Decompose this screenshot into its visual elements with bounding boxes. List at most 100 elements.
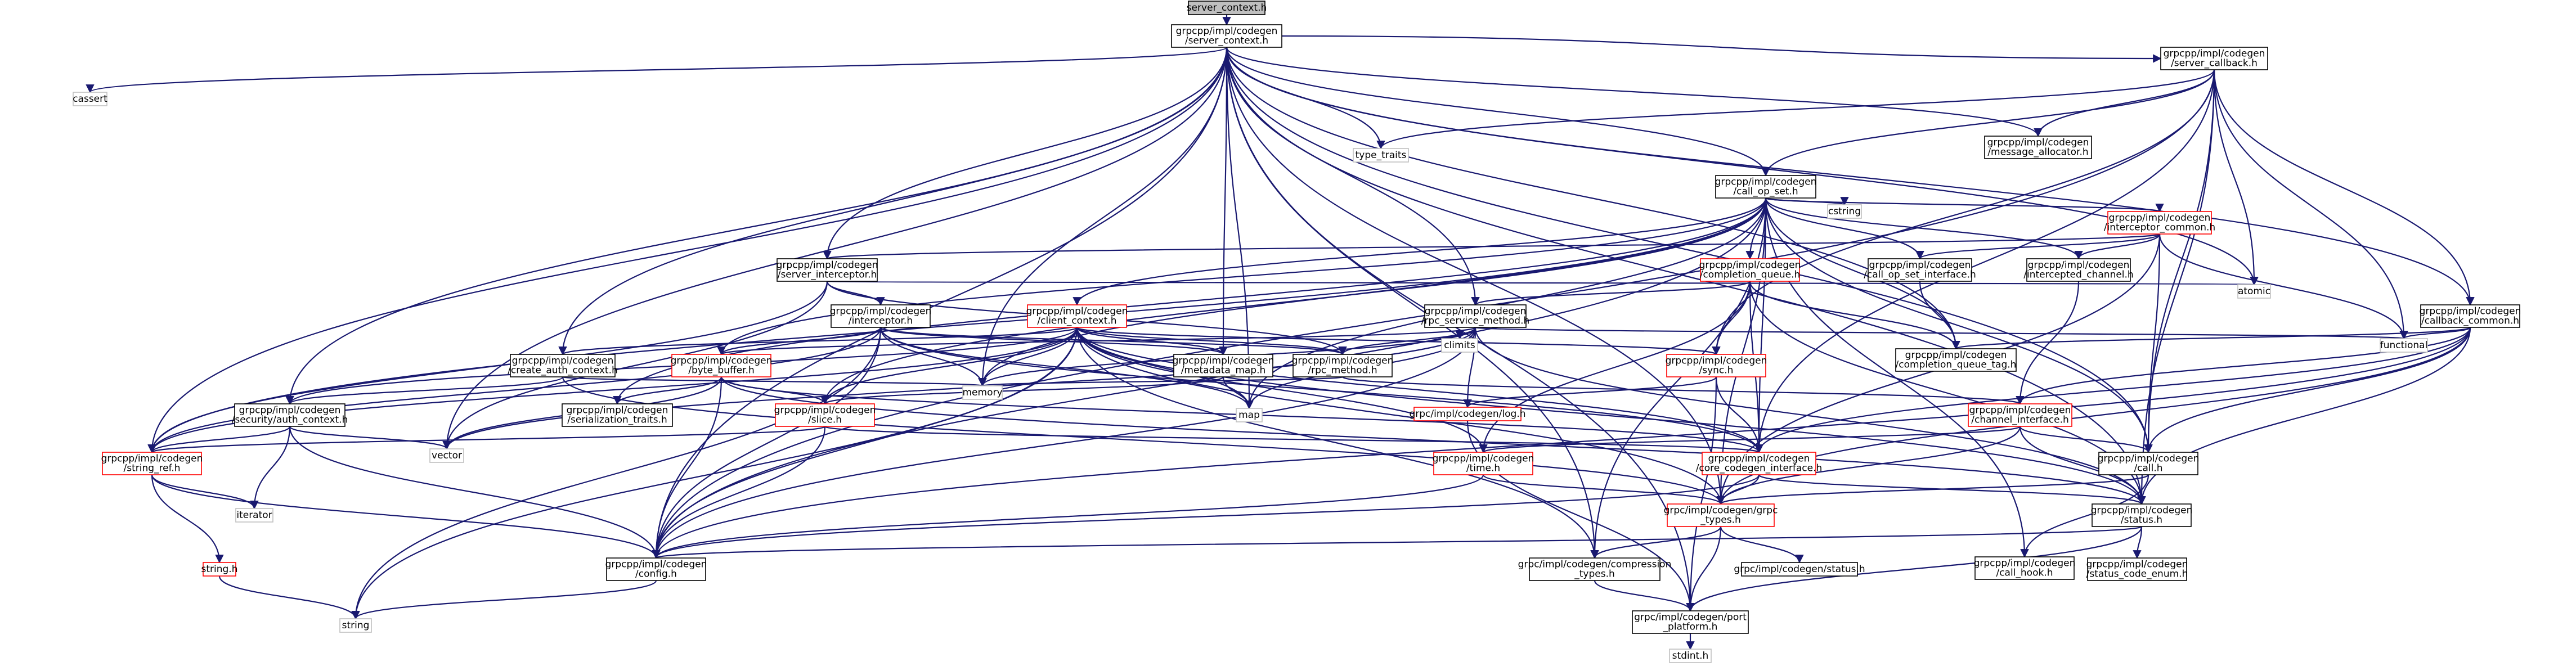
- edge-impl_server_context-to-call_op_set: [1226, 47, 1770, 177]
- node-box-call-op-set-interface: [1868, 258, 1972, 282]
- node-config[interactable]: grpcpp/impl/codegen/config.h: [605, 557, 707, 581]
- edge-impl_server_context-to-status: [1226, 47, 2146, 505]
- node-box-cstring: [1827, 204, 1862, 219]
- edge-callback_common-to-completion_queue_tag: [1951, 326, 2471, 350]
- node-byte-buffer[interactable]: grpcpp/impl/codegen/byte_buffer.h: [671, 354, 773, 377]
- node-intercepted-channel[interactable]: grpcpp/impl/codegen/intercepted_channel.…: [2023, 258, 2134, 282]
- edge-impl_server_context-to-grpc_types: [1226, 47, 1725, 505]
- node-label-impl-server-context-0: grpcpp/impl/codegen: [1176, 26, 1278, 37]
- node-call-op-set[interactable]: grpcpp/impl/codegen/call_op_set.h: [1715, 175, 1817, 199]
- node-label-string-0: string: [342, 620, 370, 631]
- edge-grpc_types-to-compression_types: [1590, 526, 1722, 559]
- edge-rpc_service_method-to-config: [652, 327, 1477, 559]
- node-client-context[interactable]: grpcpp/impl/codegen/client_context.h: [1026, 304, 1128, 328]
- node-create-auth-context[interactable]: grpcpp/impl/codegen/create_auth_context.…: [508, 354, 618, 377]
- node-interceptor[interactable]: grpcpp/impl/codegen/interceptor.h: [830, 304, 932, 328]
- node-call-hook[interactable]: grpcpp/impl/codegen/call_hook.h: [1974, 556, 2076, 580]
- node-grpc-status[interactable]: grpc/impl/codegen/status.h: [1734, 562, 1865, 577]
- node-time[interactable]: grpcpp/impl/codegen/time.h: [1433, 452, 1534, 475]
- node-security-auth-context[interactable]: grpcpp/impl/codegen/security/auth_contex…: [232, 403, 348, 427]
- node-box-functional: [2380, 338, 2428, 353]
- node-compression-types[interactable]: grpc/impl/codegen/compression_types.h: [1518, 557, 1672, 581]
- node-server-callback[interactable]: grpcpp/impl/codegen/server_callback.h: [2160, 47, 2268, 70]
- node-box-log: [1413, 407, 1522, 421]
- edge-client_context-to-memory: [978, 327, 1078, 387]
- node-server-interceptor[interactable]: grpcpp/impl/codegen/server_interceptor.h: [777, 258, 878, 282]
- node-rpc-service-method[interactable]: grpcpp/impl/codegen/rpc_service_method.h: [1421, 304, 1530, 328]
- edge-string_h-to-string: [218, 575, 360, 620]
- edge-byte_buffer-to-status: [720, 376, 2146, 505]
- node-message-allocator[interactable]: grpcpp/impl/codegen/message_allocator.h: [1984, 136, 2092, 159]
- edge-call_op_set-to-config: [652, 197, 1767, 559]
- edge-client_context-to-time: [1076, 327, 1488, 453]
- node-grpc-types[interactable]: grpc/impl/codegen/grpc_types.h: [1664, 503, 1778, 527]
- node-completion-queue-tag[interactable]: grpcpp/impl/codegen/completion_queue_tag…: [1895, 348, 2017, 372]
- node-log[interactable]: grpc/impl/codegen/log.h: [1409, 407, 1526, 421]
- node-slice[interactable]: grpcpp/impl/codegen/slice.h: [774, 403, 876, 427]
- node-box-client-context: [1027, 304, 1127, 328]
- node-callback-common[interactable]: grpcpp/impl/codegen/callback_common.h: [2420, 304, 2521, 328]
- edge-server_interceptor-to-atomic: [826, 276, 2255, 286]
- node-label-callback-common-0: grpcpp/impl/codegen: [2420, 306, 2521, 317]
- node-label-iterator-0: iterator: [236, 510, 272, 521]
- node-sync[interactable]: grpcpp/impl/codegen/sync.h: [1666, 354, 1767, 377]
- node-cassert[interactable]: cassert: [73, 92, 107, 106]
- node-channel-interface[interactable]: grpcpp/impl/codegen/channel_interface.h: [1968, 403, 2072, 427]
- node-climits[interactable]: climits: [1441, 338, 1478, 353]
- node-functional[interactable]: functional: [2380, 338, 2428, 353]
- node-box-grpc-status: [1741, 562, 1858, 577]
- node-atomic[interactable]: atomic: [2237, 284, 2271, 299]
- node-string-ref[interactable]: grpcpp/impl/codegen/string_ref.h: [101, 452, 203, 475]
- node-label-call-op-set-0: grpcpp/impl/codegen: [1715, 177, 1817, 188]
- edge-rpc_method-to-channel_interface: [1341, 376, 2024, 405]
- node-server-context[interactable]: server_context.h: [1187, 1, 1267, 15]
- edge-rpc_service_method-to-functional: [1474, 326, 2407, 340]
- node-cstring[interactable]: cstring: [1827, 204, 1862, 219]
- node-box-compression-types: [1529, 557, 1661, 581]
- edge-impl_server_context-to-completion_queue_tag: [1226, 47, 1960, 350]
- node-port-platform[interactable]: grpc/impl/codegen/port_platform.h: [1632, 610, 1749, 634]
- edge-interceptor-to-memory: [879, 327, 987, 387]
- node-serialization-traits[interactable]: grpcpp/impl/codegen/serialization_traits…: [562, 403, 673, 427]
- edge-server_callback-to-functional: [2213, 69, 2408, 340]
- node-memory[interactable]: memory: [962, 385, 1003, 400]
- node-completion-queue[interactable]: grpcpp/impl/codegen/completion_queue.h: [1699, 258, 1801, 282]
- node-box-stdint: [1669, 649, 1712, 663]
- node-interceptor-common[interactable]: grpcpp/impl/codegen/interceptor_common.h: [2104, 211, 2215, 235]
- node-label-serialization-traits-0: grpcpp/impl/codegen: [567, 405, 668, 416]
- edge-call_op_set-to-interceptor_common: [1765, 197, 2164, 213]
- node-label-grpc-types-1: _types.h: [1700, 515, 1741, 526]
- node-box-byte-buffer: [671, 354, 771, 377]
- node-vector[interactable]: vector: [429, 448, 464, 463]
- node-impl-server-context[interactable]: grpcpp/impl/codegen/server_context.h: [1171, 24, 1282, 48]
- node-string-h[interactable]: string.h: [201, 562, 238, 577]
- node-status-code-enum[interactable]: grpcpp/impl/codegen/status_code_enum.h: [2086, 557, 2188, 581]
- edge-interceptor_common-to-functional: [2158, 233, 2408, 340]
- node-string[interactable]: string: [339, 618, 372, 633]
- edge-server_callback-to-message_allocator: [2034, 69, 2215, 137]
- node-iterator[interactable]: iterator: [235, 508, 273, 523]
- node-label-channel-interface-0: grpcpp/impl/codegen: [1969, 405, 2071, 416]
- node-label-status-code-enum-0: grpcpp/impl/codegen: [2086, 559, 2188, 570]
- node-label-slice-0: grpcpp/impl/codegen: [774, 405, 876, 416]
- node-stdint[interactable]: stdint.h: [1669, 649, 1712, 663]
- node-status[interactable]: grpcpp/impl/codegen/status.h: [2091, 503, 2193, 527]
- node-label-call-op-set-interface-1: /call_op_set_interface.h: [1864, 269, 1976, 281]
- edge-client_context-to-create_auth_context: [558, 326, 1078, 356]
- node-call-op-set-interface[interactable]: grpcpp/impl/codegen/call_op_set_interfac…: [1864, 258, 1976, 282]
- node-label-callback-common-1: /callback_common.h: [2421, 316, 2519, 327]
- node-core-codegen-interface[interactable]: grpcpp/impl/codegen/core_codegen_interfa…: [1696, 452, 1823, 475]
- node-label-interceptor-0: grpcpp/impl/codegen: [830, 306, 932, 317]
- node-call[interactable]: grpcpp/impl/codegen/call.h: [2098, 452, 2200, 475]
- edge-client_context-to-compression_types: [1076, 327, 1599, 559]
- edge-call-to-call_hook: [2020, 474, 2149, 558]
- node-box-status: [2092, 503, 2192, 527]
- node-map[interactable]: map: [1236, 408, 1263, 422]
- edge-log-to-port_platform: [1466, 420, 1695, 612]
- edge-channel_interface-to-grpc_types: [1716, 426, 2021, 505]
- node-label-call-hook-1: /call_hook.h: [1996, 568, 2053, 579]
- node-type-traits[interactable]: type_traits: [1353, 148, 1409, 163]
- node-rpc-method[interactable]: grpcpp/impl/codegen/rpc_method.h: [1292, 354, 1394, 377]
- node-metadata-map[interactable]: grpcpp/impl/codegen/metadata_map.h: [1173, 354, 1274, 377]
- edge-server_callback-to-core_codegen_interface: [1754, 69, 2215, 453]
